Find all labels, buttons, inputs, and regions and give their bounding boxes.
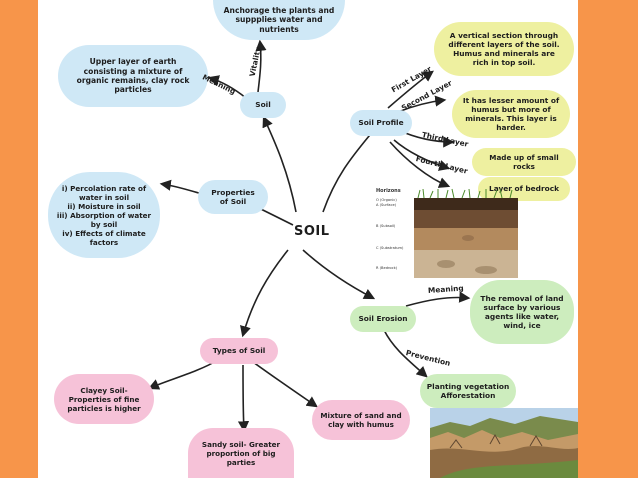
landscape-graphic xyxy=(430,408,578,478)
first-layer-bubble: A vertical section through different lay… xyxy=(434,22,574,76)
central-topic: SOIL xyxy=(294,224,330,239)
horizon-label: C (Substratum) xyxy=(376,246,404,250)
properties-factors-bubble: i) Percolation rate of water in soil ii)… xyxy=(48,172,160,258)
third-layer-bubble: Made up of small rocks xyxy=(472,148,576,176)
prevention-item: Planting vegetation xyxy=(426,381,510,391)
fourth-layer-bubble: Layer of bedrock xyxy=(478,177,570,201)
horizon-label: O (Organic) xyxy=(376,198,397,202)
horizons-title: Horizons xyxy=(376,188,401,194)
soil-vitality-bubble: Anchorage the plants and suppplies water… xyxy=(213,0,345,40)
properties-node: Properties of Soil xyxy=(198,180,268,214)
mind-map-canvas: SOIL Upper layer of earth consisting a m… xyxy=(38,0,578,478)
soil-profile-node: Soil Profile xyxy=(350,110,412,136)
soil-horizons-illustration: Horizons O (Organic) A (Surface) B (Subs… xyxy=(376,186,518,278)
factor-item: iv) Effects of climate factors xyxy=(62,228,146,247)
factor-item: iii) Absorption of water by soil xyxy=(56,210,152,229)
second-layer-bubble: It has lesser amount of humus but more o… xyxy=(452,90,570,138)
soil-meaning-bubble: Upper layer of earth consisting a mixtur… xyxy=(58,45,208,107)
clayey-soil-bubble: Clayey Soil- Properties of fine particle… xyxy=(54,374,154,424)
types-of-soil-node: Types of Soil xyxy=(200,338,278,364)
prevention-item: Afforestation xyxy=(440,391,496,400)
erosion-prevention-bubble: Planting vegetation Afforestation xyxy=(420,374,516,408)
loamy-soil-bubble: Mixture of sand and clay with humus xyxy=(312,400,410,440)
horizon-label: A (Surface) xyxy=(376,203,397,207)
soil-horizon-graphic xyxy=(414,188,518,278)
horizon-label: B (Subsoil) xyxy=(376,224,396,228)
soil-erosion-node: Soil Erosion xyxy=(350,306,416,332)
factor-item: ii) Moisture in soil xyxy=(67,201,141,211)
soil-node: Soil xyxy=(240,92,286,118)
eroded-landscape-image xyxy=(430,408,578,478)
horizon-label: R (Bedrock) xyxy=(376,266,398,270)
sandy-soil-bubble: Sandy soil- Greater proportion of big pa… xyxy=(188,428,294,478)
factor-item: i) Percolation rate of water in soil xyxy=(61,183,147,202)
erosion-meaning-bubble: The removal of land surface by various a… xyxy=(470,280,574,344)
